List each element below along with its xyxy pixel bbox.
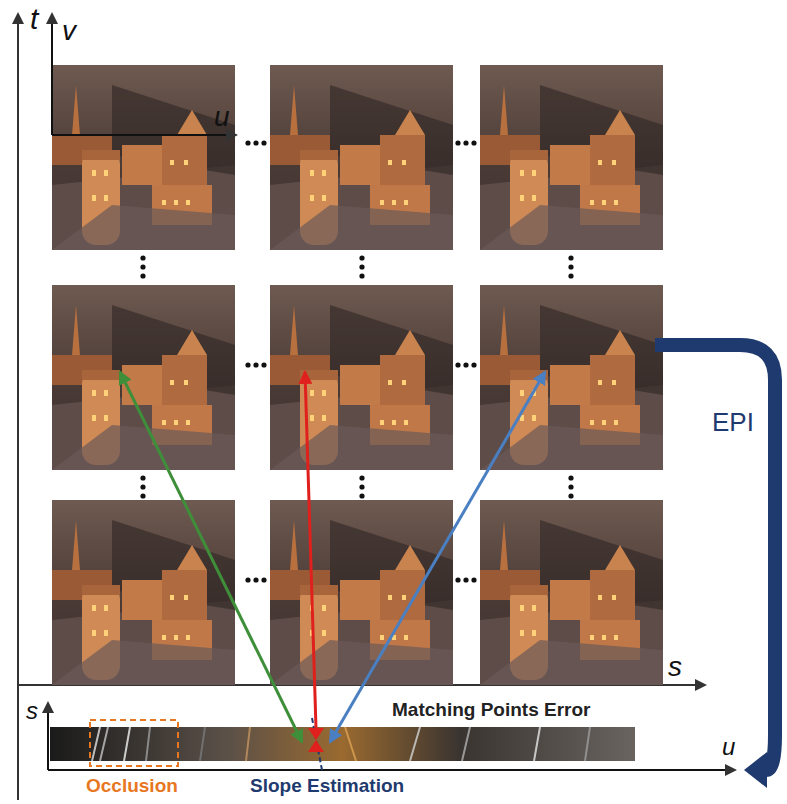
axis-label: u xyxy=(722,734,735,760)
slope-label: Slope Estimation xyxy=(250,776,404,797)
axis-label: t xyxy=(30,2,38,35)
axis-label: v xyxy=(62,16,76,47)
epi-label: EPI xyxy=(712,408,754,437)
error-label: Matching Points Error xyxy=(392,700,590,721)
axis-label: u xyxy=(214,102,230,133)
axis-label: s xyxy=(668,652,682,683)
axis-label: s xyxy=(26,698,38,724)
occlusion-label: Occlusion xyxy=(86,776,178,797)
